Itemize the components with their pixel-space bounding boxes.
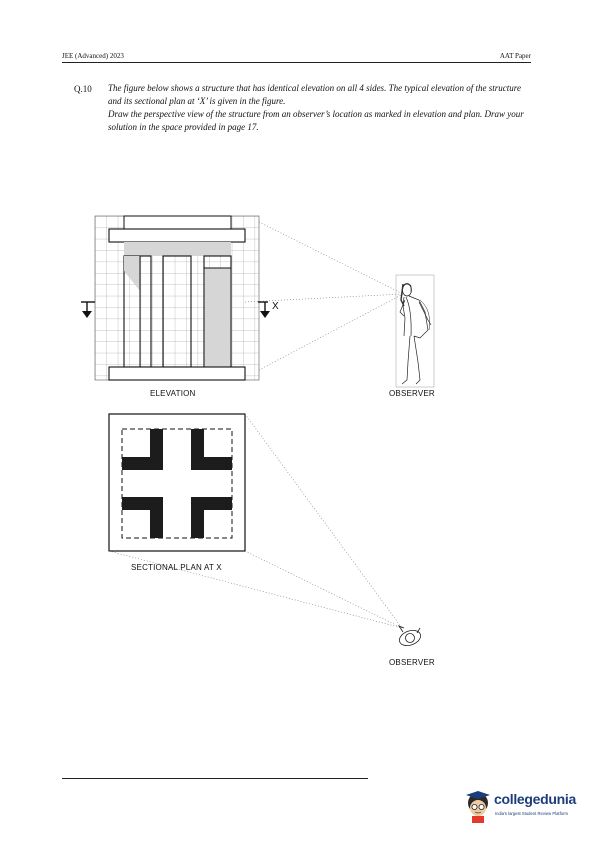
- plan-outer-boundary: [108, 413, 246, 552]
- elevation-label: ELEVATION: [150, 389, 196, 398]
- section-marker-label: X: [272, 301, 279, 312]
- elevation-base: [108, 366, 246, 381]
- header-exam-name: JEE (Advanced) 2023: [62, 52, 124, 60]
- section-marker-left: [81, 301, 95, 318]
- elevation-top-cap: [123, 215, 232, 230]
- question-text: The figure below shows a structure that …: [108, 82, 533, 134]
- elevation-right-column-shade: [203, 267, 232, 368]
- plan-dashed-outline: [121, 428, 233, 539]
- elevation-drawing: [94, 215, 260, 381]
- header-paper-name: AAT Paper: [499, 52, 531, 60]
- footer-rule: [62, 778, 368, 779]
- collegedunia-logo: collegedunia India's largest Student Rev…: [464, 787, 576, 825]
- observer-topview-icon: [397, 625, 422, 646]
- header-rule: [62, 62, 531, 63]
- question-line-1: The figure below shows a structure that …: [108, 83, 521, 106]
- plan-wall-top-left: [122, 429, 163, 470]
- plan-label: SECTIONAL PLAN AT X: [131, 563, 222, 572]
- plan-wall-top-right: [191, 429, 232, 470]
- observer-standing-icon: [395, 274, 435, 388]
- observer-label-top: OBSERVER: [389, 389, 435, 398]
- elevation-soffit-shade: [124, 242, 231, 256]
- logo-mascot-icon: [466, 791, 490, 823]
- question-number: Q.10: [74, 84, 92, 94]
- logo-tagline: India's largest Student Review Platform: [495, 811, 568, 816]
- section-marker-right: [258, 301, 270, 318]
- plan-sight-lines: [108, 413, 403, 629]
- plan-wall-bottom-left: [122, 497, 163, 538]
- elevation-beam: [108, 228, 246, 243]
- observer-label-bottom: OBSERVER: [389, 658, 435, 667]
- logo-name: collegedunia: [494, 791, 576, 807]
- question-line-2: Draw the perspective view of the structu…: [108, 109, 524, 132]
- plan-wall-bottom-right: [191, 497, 232, 538]
- sectional-plan-drawing: [108, 413, 246, 552]
- elevation-sight-lines: [244, 221, 404, 371]
- elevation-left-shadow: [124, 256, 140, 291]
